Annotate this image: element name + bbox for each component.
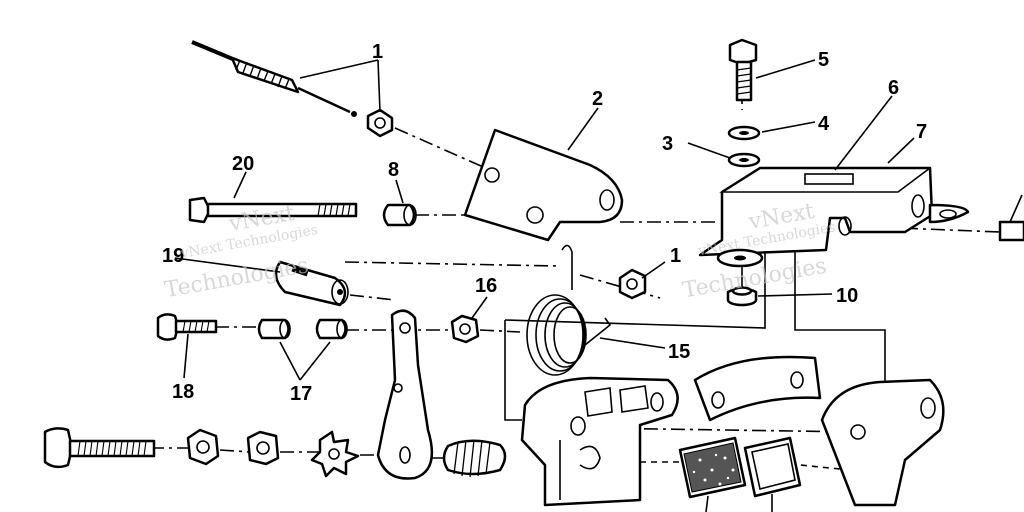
part-17-spacers (257, 318, 348, 340)
callout-16: 16 (475, 275, 497, 297)
part-2-bracket (463, 128, 624, 242)
callout-3: 3 (662, 133, 673, 155)
caliper-body (520, 376, 679, 507)
callout-8: 8 (388, 159, 399, 181)
part-1-nut (618, 268, 647, 300)
part-8-spacer (382, 203, 417, 227)
part-10-bushing (726, 286, 758, 307)
callout-6: 6 (888, 77, 899, 99)
bottom-long-screw (43, 427, 156, 469)
callout-5: 5 (818, 49, 829, 71)
callout-4: 4 (818, 113, 830, 135)
part-5-bolt (728, 38, 758, 102)
part-1-cable-assembly (191, 40, 394, 138)
callout-1-lower: 1 (670, 245, 681, 267)
callout-10: 10 (836, 285, 858, 307)
callout-17: 17 (290, 383, 312, 405)
brake-pad-left (678, 436, 747, 499)
part-15-torsion-spring (526, 244, 612, 376)
bottom-worm-gear (442, 439, 507, 478)
part-20-long-bolt (188, 196, 358, 224)
callout-18: 18 (172, 381, 194, 403)
bottom-star-washer (310, 430, 360, 478)
brake-pad-right (743, 436, 802, 498)
curved-shim (693, 355, 822, 422)
callout-19: 19 (162, 245, 184, 267)
part-6-7-housing (698, 166, 970, 268)
right-bracket-plate (820, 378, 945, 507)
callout-7: 7 (916, 121, 927, 143)
part-18-screw (156, 313, 218, 341)
part-4-washer (727, 125, 761, 141)
callout-1-top: 1 (372, 41, 383, 63)
part-7-fitting (998, 194, 1024, 242)
lever-arm (376, 309, 434, 480)
callout-15: 15 (668, 341, 690, 363)
leader-lines (174, 59, 915, 512)
callout-2: 2 (592, 88, 603, 110)
callout-numbers: 1 2 3 4 5 6 7 8 20 1 10 19 16 15 18 17 (162, 41, 927, 405)
bottom-knurled-nut (186, 428, 220, 466)
bottom-nut (246, 430, 280, 466)
part-3-washer (727, 152, 761, 168)
part-16-nut (450, 314, 480, 344)
callout-20: 20 (232, 153, 254, 175)
